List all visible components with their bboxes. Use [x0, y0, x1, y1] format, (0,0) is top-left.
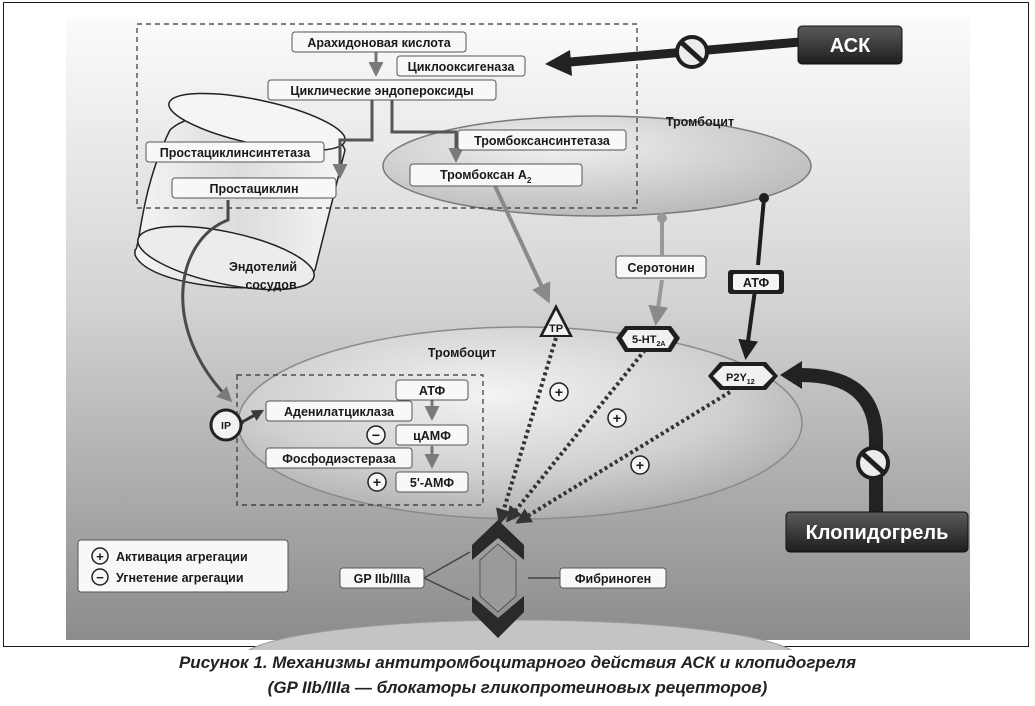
clopidogrel-box — [785, 511, 969, 553]
mechanism-diagram: + + + − + + − Арахидоновая кислота Цикло… — [66, 18, 970, 650]
asa-box — [797, 25, 903, 65]
clopidogrel-label: Клопидогрель — [806, 522, 949, 544]
legend-plus-circle — [91, 547, 109, 565]
arrow-ip-adenylate-cyclase — [232, 409, 265, 431]
prostacyclin-synthetase-box — [145, 141, 325, 163]
lower-platelet — [247, 619, 793, 650]
inhibition-sign-camp — [366, 425, 386, 445]
arachidonic-acid-box — [291, 31, 467, 53]
platelet-main-label: Тромбоцит — [428, 346, 496, 360]
prostacyclin-label: Простациклин — [209, 182, 298, 196]
thromboxane-synthetase-box — [457, 129, 627, 151]
arrow-thromboxane-to-tp — [493, 185, 551, 304]
phosphodiesterase-box — [265, 447, 413, 469]
plus-sign: + — [613, 410, 621, 426]
activation-sign-amp — [367, 472, 387, 492]
tp-receptor-label: TP — [549, 323, 563, 335]
ip-receptor — [209, 408, 243, 442]
cyclic-endoperoxides-label: Циклические эндопероксиды — [290, 84, 473, 98]
camp-label: цАМФ — [413, 429, 451, 443]
arrow-prostacyclin-to-ip — [181, 200, 233, 403]
dotted-arrow-5ht2a-to-gp — [505, 348, 647, 523]
platelet-top-label: Тромбоцит — [666, 115, 734, 129]
legend-box — [77, 539, 289, 593]
legend-plus-sign: + — [96, 549, 104, 564]
amp-label: 5'-АМФ — [410, 476, 455, 490]
legend-minus-sign: − — [96, 570, 104, 585]
endothelium-label-line1: Эндотелий — [229, 260, 297, 274]
activation-sign-tp — [549, 382, 569, 402]
thromboxane-a2-label: Тромбоксан A2 — [440, 168, 532, 185]
figure-caption-line1: Рисунок 1. Механизмы антитромбоцитарного… — [178, 653, 857, 672]
plus-sign: + — [373, 474, 381, 490]
fibrinogen-label: Фибриноген — [575, 572, 651, 586]
5ht2a-receptor-label: 5-HT2A — [632, 334, 665, 348]
camp-pathway-box — [236, 374, 484, 506]
legend-inhibition-label: Угнетение агрегации — [116, 571, 244, 585]
serotonin-release-dot — [657, 213, 667, 223]
clopidogrel-block-icon — [856, 446, 890, 480]
asa-label: АСК — [830, 35, 871, 57]
adenylate-cyclase-box — [265, 400, 413, 422]
atp-inner-box — [395, 379, 469, 401]
prostacyclin-synthetase-label: Простациклинсинтетаза — [160, 146, 311, 160]
gp-pointer-lower — [423, 577, 471, 601]
atp-outer-label: АТФ — [743, 276, 770, 290]
plus-sign: + — [636, 457, 644, 473]
clopidogrel-inhibition-arrow — [780, 361, 883, 516]
prostacyclin-box — [171, 177, 337, 199]
adenylate-cyclase-label: Аденилатциклаза — [284, 405, 395, 419]
gp-label: GP IIb/IIIa — [354, 572, 412, 586]
gp-pointer-upper — [423, 551, 471, 579]
serotonin-box — [615, 255, 707, 279]
atp-inner-label: АТФ — [419, 384, 446, 398]
legend-minus-circle — [91, 568, 109, 586]
arrow-atp-to-p2y12 — [738, 289, 759, 360]
figure-caption-line2: (GP IIb/IIIa — блокаторы гликопротеиновы… — [267, 678, 768, 697]
arrow-serotonin-to-5ht2a — [648, 279, 669, 326]
atp-release-dot — [759, 193, 769, 203]
tp-receptor — [539, 304, 573, 337]
camp-box — [395, 424, 469, 446]
gp-iib-iiia-receptor — [472, 520, 524, 638]
cyclooxygenase-box — [396, 55, 526, 77]
platelet-main — [237, 326, 803, 520]
ip-receptor-label: IP — [221, 420, 231, 432]
asa-block-icon — [675, 35, 709, 69]
fibrinogen-box — [559, 567, 667, 589]
activation-sign-5ht2a — [607, 408, 627, 428]
5ht2a-receptor — [616, 326, 680, 352]
arrow-peroxides-to-thromboxane — [390, 100, 464, 163]
atp-line-top — [756, 197, 766, 266]
atp-outer-inner — [733, 274, 779, 290]
cyclic-endoperoxides-box — [267, 79, 497, 101]
minus-sign: − — [372, 427, 380, 443]
arrow-peroxides-to-prostacyclin — [332, 100, 374, 179]
dotted-arrow-tp-to-gp — [496, 337, 558, 526]
cyclooxygenase-label: Циклооксигеназа — [408, 60, 516, 74]
endothelium-label-line2: сосудов — [245, 278, 297, 292]
p2y12-receptor — [708, 362, 778, 390]
activation-sign-p2y12 — [630, 455, 650, 475]
serotonin-label: Серотонин — [627, 261, 694, 275]
p2y12-receptor-label: P2Y12 — [726, 372, 755, 386]
label-boxes — [77, 31, 784, 593]
thromboxane-synthetase-label: Тромбоксансинтетаза — [474, 134, 611, 148]
phosphodiesterase-label: Фосфодиэстераза — [282, 452, 397, 466]
arachidonic-acid-label: Арахидоновая кислота — [307, 36, 451, 50]
gp-box — [339, 567, 425, 589]
plus-sign: + — [555, 384, 563, 400]
thromboxane-a2-box — [409, 163, 583, 187]
amp-box — [395, 471, 469, 493]
legend-activation-label: Активация агрегации — [116, 550, 248, 564]
